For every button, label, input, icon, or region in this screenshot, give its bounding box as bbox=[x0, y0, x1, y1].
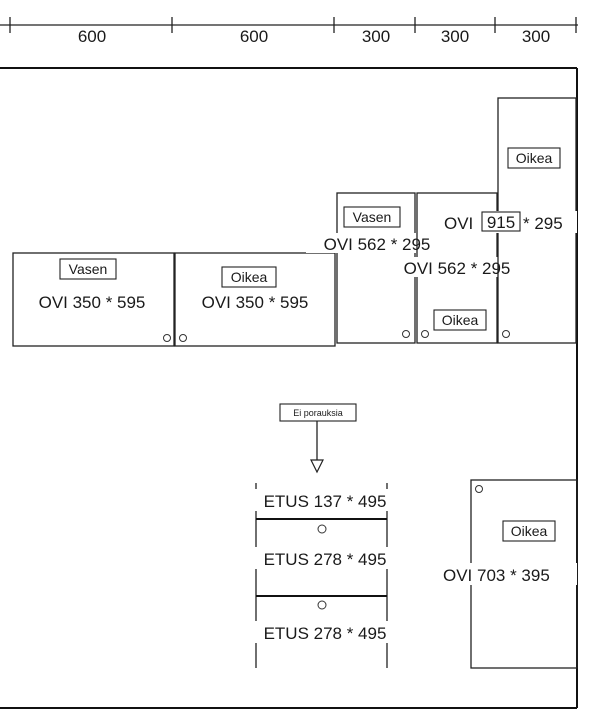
hinge-mark bbox=[402, 330, 410, 338]
drawer-stack: ETUS 137 * 495 ETUS 278 * 495 ETUS 278 *… bbox=[246, 483, 406, 668]
cabinet-vasen-350: Vasen OVI 350 * 595 bbox=[12, 252, 175, 347]
hinge-mark bbox=[475, 485, 483, 493]
hinge-mark bbox=[179, 334, 187, 342]
drawer-front-label: ETUS 278 * 495 bbox=[264, 624, 387, 643]
side-label: Vasen bbox=[353, 209, 392, 225]
drawer-front-label: ETUS 278 * 495 bbox=[264, 550, 387, 569]
hinge-mark bbox=[421, 330, 429, 338]
door-size-label: OVI 703 * 395 bbox=[443, 566, 550, 585]
dimension-line: 600 600 300 300 300 bbox=[0, 17, 578, 46]
cabinet-oikea-703: Oikea OVI 703 * 395 bbox=[442, 479, 578, 669]
note-label: Ei porauksia bbox=[293, 408, 343, 418]
hinge-mark bbox=[502, 330, 510, 338]
cabinet-vasen-562: Vasen OVI 562 * 295 bbox=[306, 192, 448, 344]
door-size-suffix: * 295 bbox=[523, 214, 563, 233]
drawer-handle-mark bbox=[317, 600, 327, 610]
drawer-front-label: ETUS 137 * 495 bbox=[264, 492, 387, 511]
note-callout: Ei porauksia bbox=[279, 403, 357, 474]
dimension-label: 600 bbox=[78, 27, 106, 46]
cabinet-oikea-350: Oikea OVI 350 * 595 bbox=[174, 252, 336, 347]
dimension-label: 300 bbox=[441, 27, 469, 46]
side-label: Oikea bbox=[511, 523, 548, 539]
wall-frame bbox=[0, 67, 578, 709]
dimension-label: 300 bbox=[362, 27, 390, 46]
side-label: Oikea bbox=[516, 150, 553, 166]
dimension-label: 600 bbox=[240, 27, 268, 46]
door-size-label: OVI 350 * 595 bbox=[39, 293, 146, 312]
door-size-label: OVI 562 * 295 bbox=[324, 235, 431, 254]
door-size-label: OVI 562 * 295 bbox=[404, 259, 511, 278]
side-label: Oikea bbox=[231, 269, 268, 285]
side-label: Oikea bbox=[442, 312, 479, 328]
cabinet-oikea-915: Oikea OVI 915 * 295 bbox=[443, 97, 577, 344]
door-size-highlight: 915 bbox=[487, 213, 515, 232]
side-label: Vasen bbox=[69, 261, 108, 277]
door-size-prefix: OVI bbox=[444, 214, 473, 233]
arrow-head bbox=[310, 459, 324, 474]
drawer-handle-mark bbox=[317, 524, 327, 534]
door-size-label: OVI 350 * 595 bbox=[202, 293, 309, 312]
cabinet-oikea-562: OVI 562 * 295 Oikea bbox=[386, 192, 528, 344]
dimension-label: 300 bbox=[522, 27, 550, 46]
hinge-mark bbox=[163, 334, 171, 342]
